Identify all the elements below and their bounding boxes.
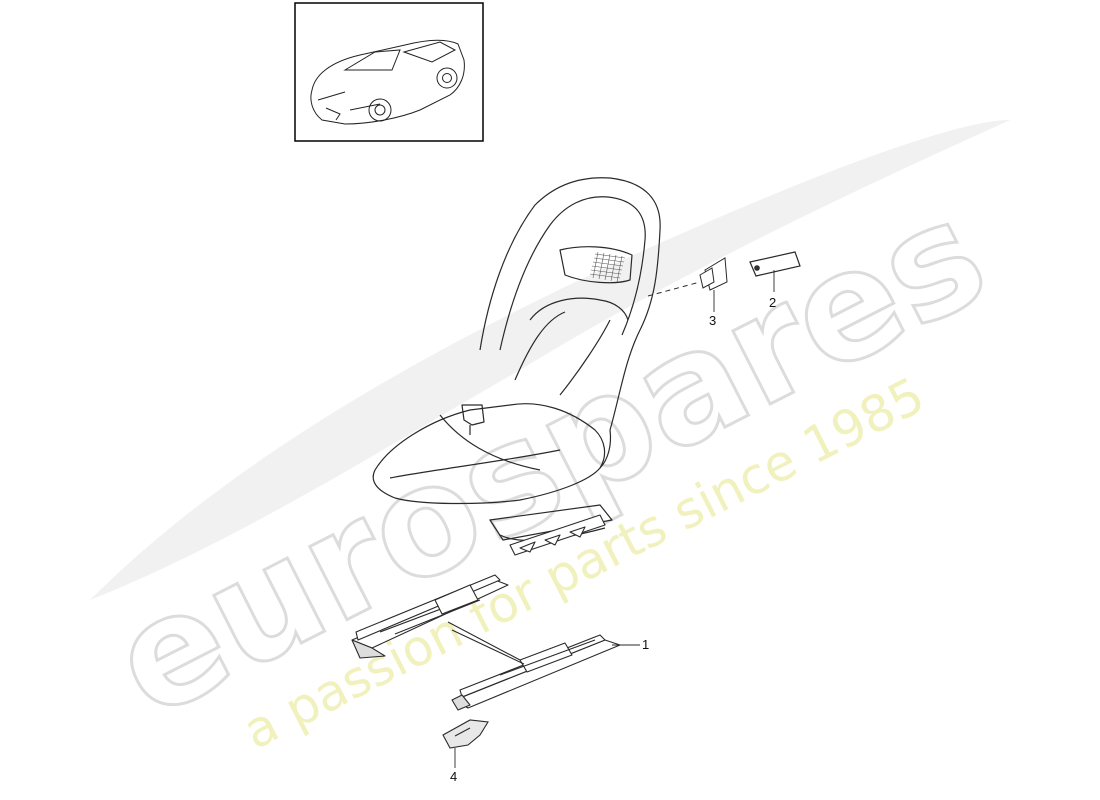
part-2-cover-trim [749,251,801,277]
seat [372,177,661,541]
part-3-clip-bracket [647,257,728,297]
callout-4: 4 [450,769,458,784]
leader-lines [454,270,775,768]
callout-1: 1 [642,637,650,652]
headrest-mesh [589,251,626,283]
callout-3: 3 [709,313,717,328]
watermark-swoosh [90,120,1010,600]
car-convertible-icon [310,39,465,125]
seat-backrest [479,177,661,431]
thumbnail [294,2,484,142]
thumbnail-frame [294,2,484,142]
part-4-rail-end-cap [442,719,489,749]
part-1-seat-rail [351,514,621,711]
callout-2: 2 [769,295,777,310]
